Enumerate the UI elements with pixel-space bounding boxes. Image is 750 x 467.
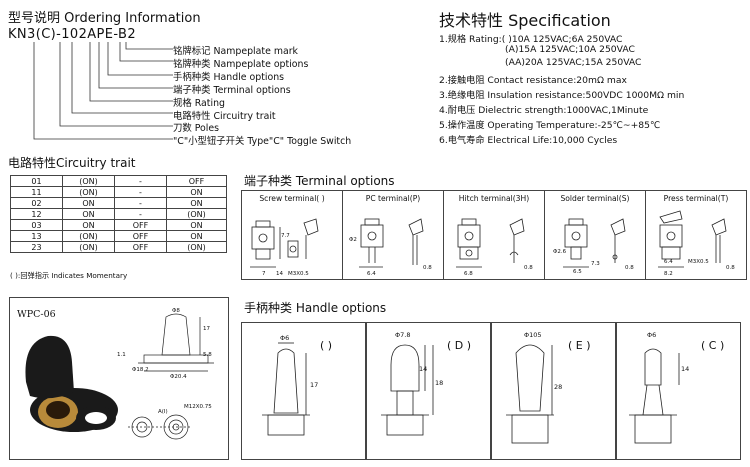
terminal-box-press: Press terminal(T) 6.4 8.2 M3X0.5 0.8 <box>645 190 747 280</box>
handle-e-drawing <box>506 344 554 444</box>
handle-label-d: ( D ) <box>447 339 472 352</box>
table-row: 01(ON)-OFF <box>10 175 227 187</box>
terminal-label-hitch: Hitch terminal(3H) <box>458 194 530 203</box>
handle-box-e: Φ105 28 ( E ) <box>491 322 616 460</box>
wpc-dim-dia18: Φ18.2 <box>132 367 149 373</box>
wpc-dim-dia8: Φ8 <box>172 308 180 314</box>
terminal-title: 端子种类 Terminal options <box>244 174 395 188</box>
wpc-dim-thread: M12X0.75 <box>184 404 212 410</box>
wpc-boot-photo <box>25 335 118 432</box>
spec-line-contact: 2.接触电阻 Contact resistance:20mΩ max <box>439 75 627 86</box>
terminal-box-pc: PC terminal(P) Φ2 6.4 0.8 <box>342 190 444 280</box>
spec-line-rating-a: (A)15A 125VAC;10A 250VAC <box>505 44 635 55</box>
handle-d-drawing <box>381 344 434 436</box>
spec-line-rating: 1.规格 Rating:( )10A 125VAC;6A 250VAC <box>439 34 623 45</box>
spec-line-insulation: 3.绝缘电阻 Insulation resistance:500VDC 1000… <box>439 90 685 101</box>
spec-line-rating-aa: (AA)20A 125VAC;15A 250VAC <box>505 57 642 68</box>
wpc-title: WPC-06 <box>17 309 56 320</box>
terminal-label-solder: Solder terminal(S) <box>560 194 630 203</box>
ordering-item-circuitry: 电路特性 Circuitry trait <box>173 111 276 122</box>
ordering-item-type: "C"小型钮子开关 Type"C" Toggle Switch <box>173 136 352 147</box>
terminal-box-solder: Solder terminal(S) Φ2.6 6.5 7.3 0.8 <box>544 190 646 280</box>
circuitry-note: ( ):回弹指示 Indicates Momentary <box>10 271 128 280</box>
terminal-label-pc: PC terminal(P) <box>365 194 421 203</box>
ordering-title: 型号说明 Ordering Information <box>8 11 201 26</box>
handle-label-e: ( E ) <box>568 339 591 352</box>
wpc-technical-drawing <box>128 313 214 440</box>
ordering-item-nameplate-mark: 铭牌标记 Nampeplate mark <box>173 46 298 57</box>
table-row: 11(ON)-ON <box>10 186 227 198</box>
press-terminal-drawing <box>658 210 727 268</box>
ordering-leader-lines <box>33 42 173 140</box>
handle-box-standard: Φ6 17 ( ) <box>241 322 366 460</box>
wpc-dim-dia20: Φ20.4 <box>170 374 187 380</box>
screw-terminal-drawing <box>250 218 319 268</box>
handle-label-standard: ( ) <box>320 339 333 352</box>
circuitry-title: 电路特性Circuitry trait <box>8 156 136 170</box>
wpc-box <box>9 297 229 460</box>
spec-line-temperature: 5.操作温度 Operating Temperature:-25℃~+85℃ <box>439 120 661 131</box>
handle-title: 手柄种类 Handle options <box>244 301 387 315</box>
ordering-item-nameplate-options: 铭牌种类 Nampeplate options <box>173 59 309 70</box>
wpc-dim-5-8: 5.8 <box>203 352 212 358</box>
terminal-label-screw: Screw terminal( ) <box>259 194 325 203</box>
ordering-item-terminal-options: 端子种类 Terminal options <box>173 85 291 96</box>
handle-label-c: ( C ) <box>701 339 725 352</box>
spec-line-life: 6.电气寿命 Electrical Life:10,000 Cycles <box>439 135 618 146</box>
table-row: 23(ON)OFF(ON) <box>10 241 227 253</box>
terminal-label-press: Press terminal(T) <box>663 194 729 203</box>
handle-c-drawing <box>629 348 680 444</box>
solder-terminal-drawing <box>563 218 626 268</box>
ordering-item-rating: 规格 Rating <box>173 98 225 109</box>
hitch-terminal-drawing <box>456 218 525 268</box>
spec-line-dielectric: 4.耐电压 Dielectric strength:1000VAC,1Minut… <box>439 105 649 116</box>
handle-box-c: Φ6 14 ( C ) <box>616 322 741 460</box>
wpc-dim-1-1: 1.1 <box>117 352 126 358</box>
pc-terminal-drawing <box>359 218 424 268</box>
terminal-box-screw: Screw terminal( ) 7 14 M3X0.5 7.7 <box>241 190 343 280</box>
ordering-item-poles: 刀数 Poles <box>173 123 220 134</box>
spec-title: 技术特性 Specification <box>439 11 611 30</box>
handle-box-d: Φ7.8 14 18 ( D ) <box>366 322 491 460</box>
handle-standard-drawing <box>262 342 310 436</box>
ordering-code: KN3(C)-102APE-B2 <box>8 27 137 42</box>
ordering-item-handle-options: 手柄种类 Handle options <box>173 72 285 83</box>
wpc-dim-17: 17 <box>203 326 210 332</box>
terminal-box-hitch: Hitch terminal(3H) 6.8 0.8 <box>443 190 545 280</box>
wpc-dim-a: A(I) <box>158 409 168 415</box>
